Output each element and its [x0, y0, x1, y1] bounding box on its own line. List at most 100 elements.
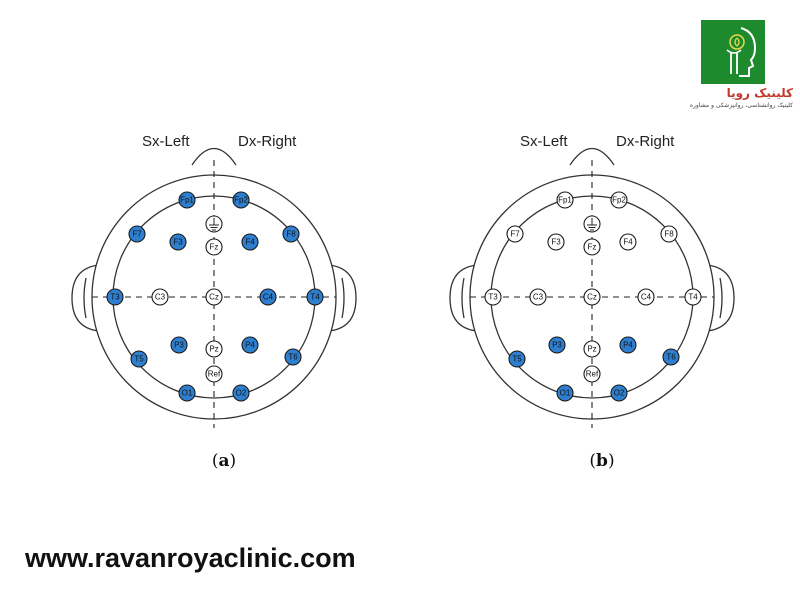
- electrode-t4: T4: [684, 288, 702, 306]
- electrode-cz: Cz: [205, 288, 223, 306]
- electrode-c3-label: C3: [533, 293, 544, 302]
- caption-letter: a: [218, 451, 229, 471]
- electrode-t6-marker: [662, 348, 680, 366]
- electrode-fz: Fz: [205, 238, 223, 256]
- electrode-f3-label: F3: [173, 238, 183, 247]
- electrode-c4-label: C4: [263, 293, 274, 302]
- electrode-ref-marker: [205, 365, 223, 383]
- electrode-fp2-label: Fp2: [234, 196, 248, 205]
- electrode-pz-marker: [205, 340, 223, 358]
- electrode-ref: Ref: [583, 365, 601, 383]
- electrode-f4-label: F4: [245, 238, 255, 247]
- electrode-pz-marker: [583, 340, 601, 358]
- electrode-p4-marker: [619, 336, 637, 354]
- caption-close: ): [230, 451, 237, 471]
- caption-open: (: [212, 451, 219, 471]
- head-profile-logo-icon: [701, 20, 765, 84]
- electrode-c3: C3: [151, 288, 169, 306]
- electrode-f3-label: F3: [551, 238, 561, 247]
- right-ear: [328, 264, 357, 332]
- electrode-pz-label: Pz: [209, 345, 218, 354]
- electrode-pz-label: Pz: [587, 345, 596, 354]
- electrode-p4-label: P4: [245, 341, 255, 350]
- electrode-f8-marker: [282, 225, 300, 243]
- electrode-t4: T4: [306, 288, 324, 306]
- electrode-fp2-marker: [232, 191, 250, 209]
- electrode-p4-marker: [241, 336, 259, 354]
- right-label: Dx-Right: [616, 133, 675, 150]
- electrode-cz: Cz: [583, 288, 601, 306]
- electrode-f7: F7: [506, 225, 524, 243]
- electrode-t6: T6: [662, 348, 680, 366]
- electrode-p3-marker: [170, 336, 188, 354]
- electrode-p3: P3: [170, 336, 188, 354]
- electrode-o2: O2: [610, 384, 628, 402]
- electrode-t5: T5: [508, 350, 526, 368]
- electrode-t5-label: T5: [134, 355, 144, 364]
- ground-electrode: [583, 215, 601, 233]
- electrode-p4: P4: [619, 336, 637, 354]
- electrode-t5-label: T5: [512, 355, 522, 364]
- nose: [191, 148, 237, 166]
- left-ear-inner: [83, 277, 87, 319]
- electrode-cz-marker: [583, 288, 601, 306]
- left-ear-inner: [461, 277, 465, 319]
- caption: (b): [589, 451, 614, 471]
- electrode-f4: F4: [241, 233, 259, 251]
- ground-electrode: [205, 215, 223, 233]
- right-ear-inner: [341, 277, 345, 319]
- electrode-t5: T5: [130, 350, 148, 368]
- electrode-f7-label: F7: [132, 230, 142, 239]
- electrode-fp2: Fp2: [232, 191, 250, 209]
- electrode-t5-marker: [130, 350, 148, 368]
- ground-icon: [209, 218, 219, 231]
- electrode-cz-marker: [205, 288, 223, 306]
- electrode-fp2-label: Fp2: [612, 196, 626, 205]
- electrode-ref-label: Ref: [208, 370, 221, 379]
- electrode-f4-marker: [619, 233, 637, 251]
- electrode-t5-marker: [508, 350, 526, 368]
- electrode-t4-label: T4: [310, 293, 320, 302]
- electrode-p3-marker: [548, 336, 566, 354]
- electrode-o2-marker: [232, 384, 250, 402]
- left-label: Sx-Left: [520, 133, 568, 150]
- electrode-fz-label: Fz: [588, 243, 597, 252]
- electrode-f4: F4: [619, 233, 637, 251]
- electrode-f8: F8: [282, 225, 300, 243]
- electrode-fp1-label: Fp1: [558, 196, 572, 205]
- electrode-p3-label: P3: [174, 341, 184, 350]
- electrode-f3: F3: [169, 233, 187, 251]
- electrode-fz-label: Fz: [210, 243, 219, 252]
- electrode-f3-marker: [547, 233, 565, 251]
- electrode-t4-marker: [684, 288, 702, 306]
- electrode-t4-label: T4: [688, 293, 698, 302]
- electrode-ref: Ref: [205, 365, 223, 383]
- left-ear: [71, 264, 100, 332]
- website-url[interactable]: www.ravanroyaclinic.com: [25, 543, 356, 573]
- nose: [569, 148, 615, 166]
- caption-open: (: [589, 451, 596, 471]
- electrode-f7-marker: [506, 225, 524, 243]
- electrode-o2-label: O2: [236, 389, 247, 398]
- electrode-ref-marker: [583, 365, 601, 383]
- electrode-c4-marker: [637, 288, 655, 306]
- electrode-f7: F7: [128, 225, 146, 243]
- clinic-logo: کلینیک رویا کلینیک روانشناسی، روانپزشکی …: [685, 18, 795, 118]
- electrode-t3-marker: [106, 288, 124, 306]
- electrode-o1-label: O1: [560, 389, 571, 398]
- electrode-t3-marker: [484, 288, 502, 306]
- electrode-pz: Pz: [205, 340, 223, 358]
- caption: (a): [212, 451, 236, 471]
- electrode-c4: C4: [259, 288, 277, 306]
- ground-icon: [587, 218, 597, 231]
- caption-letter: b: [596, 451, 608, 471]
- right-ear: [706, 264, 735, 332]
- electrode-t4-marker: [306, 288, 324, 306]
- right-ear-inner: [719, 277, 723, 319]
- electrode-fp1-marker: [556, 191, 574, 209]
- electrode-f8-label: F8: [664, 230, 674, 239]
- electrode-fz-marker: [583, 238, 601, 256]
- electrode-o1: O1: [178, 384, 196, 402]
